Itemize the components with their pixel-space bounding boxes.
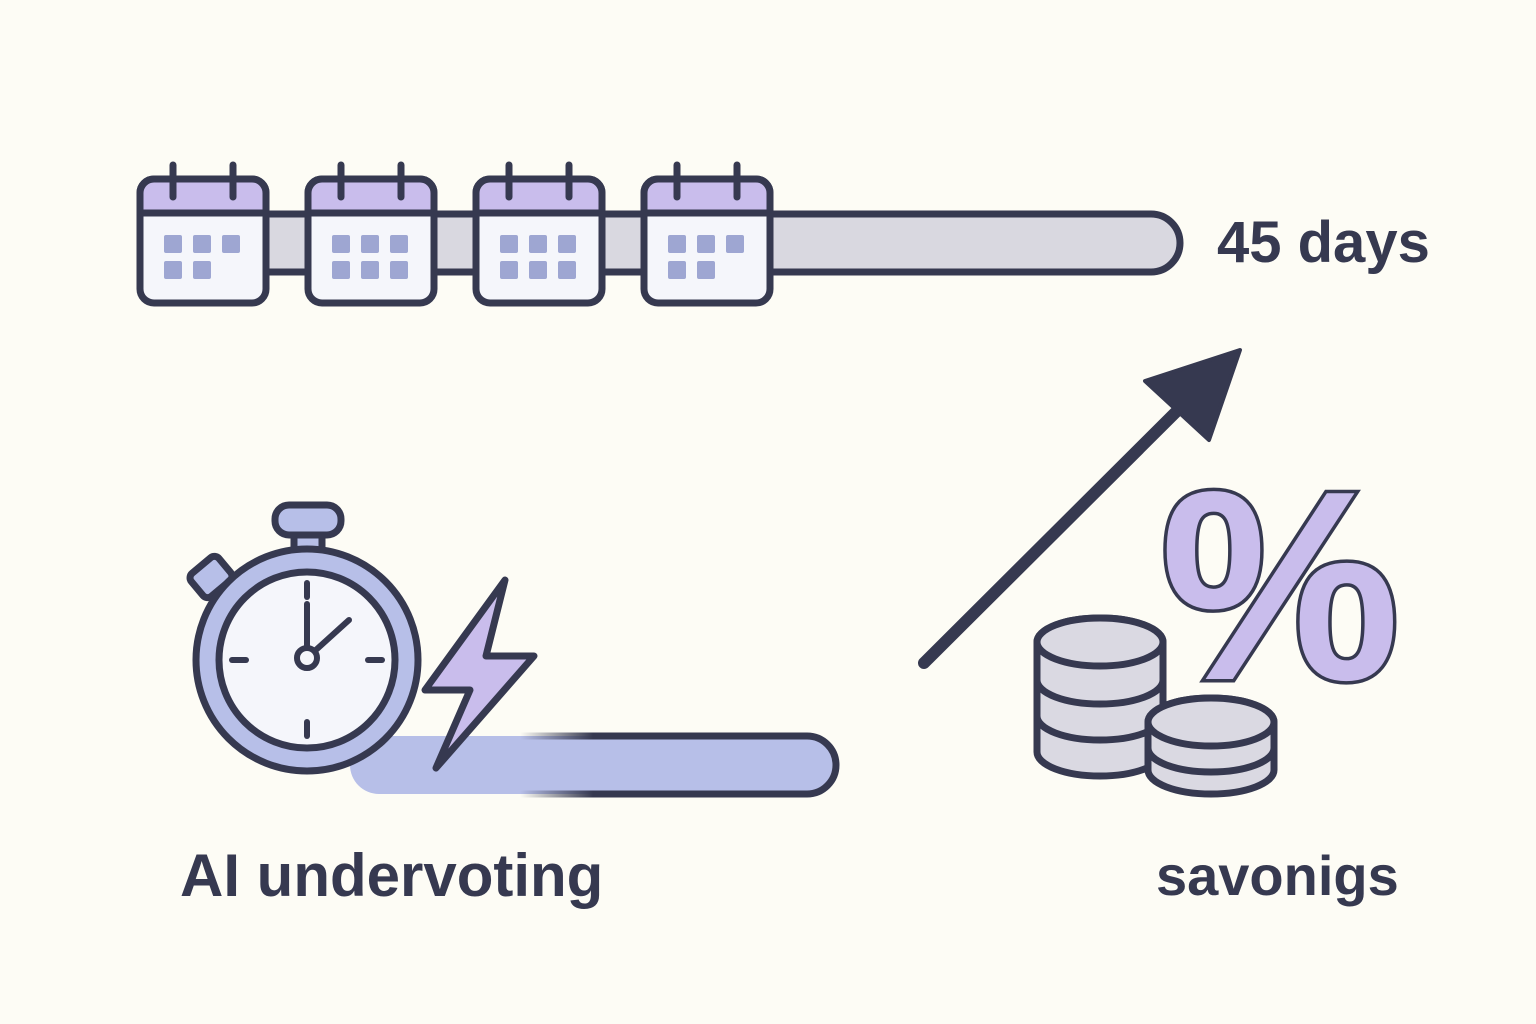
savings-label: savonigs — [1156, 844, 1399, 907]
coin-stack-right — [1144, 694, 1278, 798]
stopwatch-icon — [186, 501, 422, 775]
ai-speed-group — [186, 501, 840, 798]
calendar-icon — [640, 161, 774, 307]
ai-duration-track — [346, 732, 840, 798]
lightning-icon — [421, 576, 538, 772]
calendar-icon — [136, 161, 270, 307]
calendar-icon — [304, 161, 438, 307]
coin-stack-icon — [1033, 614, 1278, 798]
arrow-up-right-icon — [918, 348, 1242, 669]
percent-icon: % — [1156, 436, 1403, 737]
calendar-row — [136, 161, 774, 307]
coin-stack-left — [1033, 614, 1167, 780]
duration-timeline — [136, 161, 1184, 307]
duration-label: 45 days — [1217, 210, 1430, 275]
ai-label: AI undervoting — [180, 842, 604, 909]
calendar-icon — [472, 161, 606, 307]
